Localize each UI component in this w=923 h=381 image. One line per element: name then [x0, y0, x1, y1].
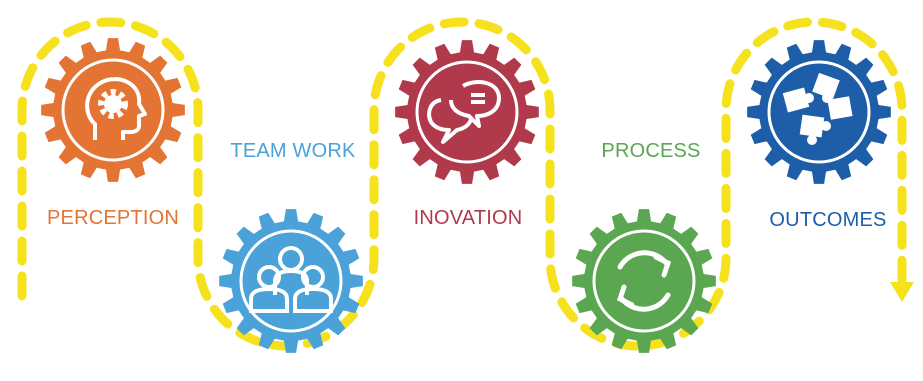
arrow-head-icon: [890, 282, 914, 302]
gear-teamwork: [219, 209, 363, 353]
gear-process: [572, 209, 716, 353]
speech-bubbles-icon: [427, 80, 501, 144]
gear-perception: [41, 38, 185, 182]
gear-inner-ring: [61, 58, 165, 162]
gear-innovation: [395, 40, 539, 184]
gear-inner-ring: [239, 229, 343, 333]
team-people-icon: [249, 246, 333, 313]
step-label-process: PROCESS: [601, 140, 701, 162]
cycle-arrows-icon: [616, 250, 672, 312]
gear-inner-ring: [767, 60, 871, 164]
step-label-innovation: INOVATION: [413, 207, 523, 229]
step-label-teamwork: TEAM WORK: [230, 140, 356, 162]
serpentine-path-line: [17, 17, 907, 351]
step-label-perception: PERCEPTION: [46, 207, 180, 229]
gear-outcomes: [747, 40, 891, 184]
step-label-outcomes: OUTCOMES: [769, 209, 887, 231]
head-gear-icon: [85, 77, 147, 140]
gear-inner-ring: [415, 60, 519, 164]
puzzle-pieces-icon: [782, 72, 853, 145]
gear-inner-ring: [592, 229, 696, 333]
